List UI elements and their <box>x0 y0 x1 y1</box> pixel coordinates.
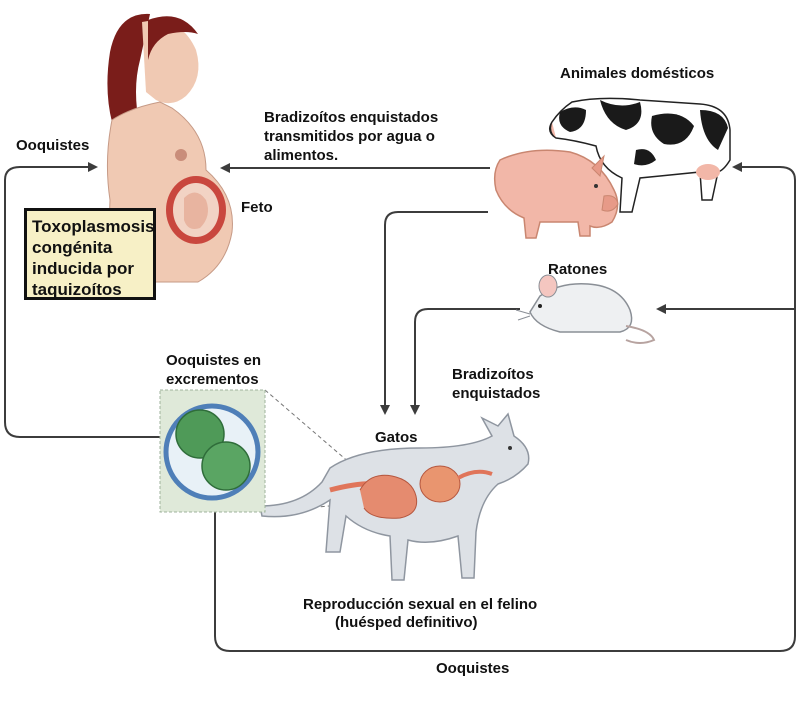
label-bradizoitos-enquistados-2: enquistados <box>452 384 540 403</box>
label-gatos: Gatos <box>375 428 418 447</box>
label-reproduccion-1: Reproducción sexual en el felino <box>303 595 537 614</box>
oocyst-icon <box>160 390 265 512</box>
label-ooquistes-excrementos-1: Ooquistes en <box>166 351 261 370</box>
label-ooquistes-bottom: Ooquistes <box>436 659 509 678</box>
label-ooquistes-excrementos-2: excrementos <box>166 370 259 389</box>
callout-line: Toxoplasmosis <box>32 216 153 237</box>
label-feto: Feto <box>241 198 273 217</box>
label-bradizoitos-food-1: Bradizoítos enquistados <box>264 108 438 127</box>
label-reproduccion-2: (huésped definitivo) <box>335 613 478 632</box>
label-bradizoitos-food-2: transmitidos por agua o <box>264 127 435 146</box>
label-bradizoitos-enquistados-1: Bradizoítos <box>452 365 534 384</box>
mouse-icon <box>516 275 654 343</box>
callout-line: congénita <box>32 237 153 258</box>
label-ooquistes-top: Ooquistes <box>16 136 89 155</box>
callout-line: taquizoítos <box>32 279 153 300</box>
label-bradizoitos-food-3: alimentos. <box>264 146 338 165</box>
congenital-toxoplasmosis-callout: Toxoplasmosis congénita inducida por taq… <box>24 208 156 300</box>
pig-icon <box>495 150 618 238</box>
arrow-oocysts-loop <box>215 167 795 651</box>
callout-line: inducida por <box>32 258 153 279</box>
label-animales-domesticos: Animales domésticos <box>560 64 714 83</box>
label-ratones: Ratones <box>548 260 607 279</box>
